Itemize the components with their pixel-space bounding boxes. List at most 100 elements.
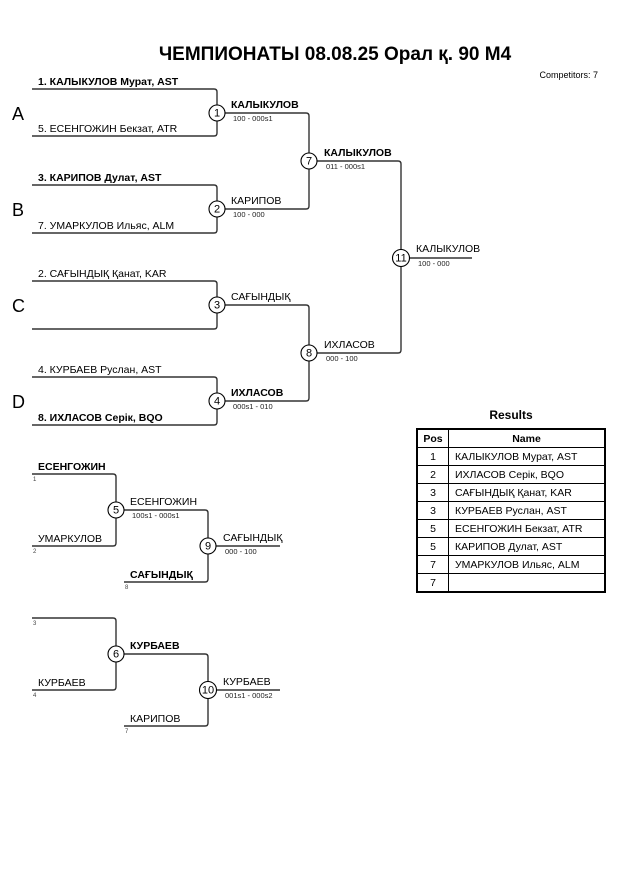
bronze-winner: САҒЫНДЫҚ [223, 532, 283, 544]
seed-number: 8 [125, 585, 129, 591]
repechage-match-line [116, 653, 209, 690]
repechage-entrant-line [124, 546, 209, 583]
match-11-number: 11 [395, 253, 406, 265]
seed-number: 7 [125, 729, 129, 735]
entrant-line [32, 112, 218, 137]
repechage-winner: КУРБАЕВ [130, 640, 180, 652]
entrant-line [32, 209, 218, 234]
repechage-entrant-name: САҒЫНДЫҚ [130, 569, 193, 581]
match-8-circle [300, 344, 318, 362]
match-line [217, 304, 310, 353]
match-11-circle [391, 248, 411, 268]
entrant-name: 3. КАРИПОВ Дулат, AST [38, 172, 162, 184]
group-label-a: A [12, 104, 24, 124]
entrant-name: 7. УМАРКУЛОВ Ильяс, ALM [38, 220, 174, 232]
bronze-winner: КУРБАЕВ [223, 676, 271, 688]
repechage-entrant-line [32, 617, 117, 654]
pos-cell: 3 [416, 501, 449, 520]
name-cell: КУРБАЕВ Руслан, AST [448, 501, 606, 520]
match-score: 000s1 - 010 [233, 402, 273, 411]
match-line [309, 258, 402, 354]
pos-cell: 7 [416, 573, 449, 593]
pos-header: Pos [416, 428, 449, 448]
name-cell: САҒЫНДЫҚ Қанат, KAR [448, 483, 606, 502]
match-5-circle [107, 501, 125, 519]
seed-number: 3 [33, 621, 37, 627]
pos-cell: 5 [416, 537, 449, 556]
final-score: 100 - 000 [418, 259, 450, 268]
entrant-name: 4. КУРБАЕВ Руслан, AST [38, 364, 162, 376]
match-winner: САҒЫНДЫҚ [231, 291, 291, 303]
table-row: 7 [416, 573, 606, 593]
results-title: Results [489, 408, 533, 422]
repechage-entrant-line [124, 690, 209, 727]
name-cell: ЕСЕНГОЖИН Бекзат, ATR [448, 519, 606, 538]
final-winner: КАЛЫКУЛОВ [416, 243, 480, 255]
match-winner: КАЛЫКУЛОВ [324, 147, 392, 159]
name-cell: КАРИПОВ Дулат, AST [448, 537, 606, 556]
match-9-circle [199, 537, 217, 555]
bronze-score: 001s1 - 000s2 [225, 691, 273, 700]
entrant-name: 8. ИХЛАСОВ Серік, BQO [38, 412, 163, 424]
match-line [309, 160, 402, 258]
entrant-name: 1. КАЛЫКУЛОВ Мурат, AST [38, 76, 179, 88]
name-header: Name [448, 428, 606, 448]
repechage-entrant-line [32, 654, 117, 691]
match-6-number: 6 [113, 649, 119, 661]
entrant-line [32, 280, 218, 305]
match-2-circle [208, 200, 226, 218]
match-8-number: 8 [306, 348, 312, 360]
pos-cell: 3 [416, 483, 449, 502]
results-header-row: Pos Name [416, 428, 606, 448]
entrant-line [32, 376, 218, 401]
seed-number: 4 [33, 693, 37, 699]
name-cell [448, 573, 606, 593]
match-10-circle [198, 680, 218, 700]
pos-cell: 7 [416, 555, 449, 574]
match-score: 000 - 100 [326, 354, 358, 363]
match-4-circle [208, 392, 226, 410]
page-title: ЧЕМПИОНАТЫ 08.08.25 Орал қ. 90 М4 [158, 44, 512, 65]
match-winner: ИХЛАСОВ [231, 387, 284, 399]
entrant-line [32, 401, 218, 426]
match-6-circle [107, 645, 125, 663]
match-10-number: 10 [202, 685, 214, 697]
match-winner: КАЛЫКУЛОВ [231, 99, 299, 111]
match-winner: КАРИПОВ [231, 195, 281, 207]
match-2-number: 2 [214, 204, 220, 216]
match-1-circle [208, 104, 226, 122]
match-7-number: 7 [306, 156, 312, 168]
match-score: 011 - 000s1 [326, 162, 365, 171]
competitors-count: Competitors: 7 [539, 70, 598, 80]
pos-cell: 2 [416, 465, 449, 484]
entrant-name: 5. ЕСЕНГОЖИН Бекзат, ATR [38, 123, 178, 135]
entrant-name: 2. САҒЫНДЫҚ Қанат, KAR [38, 268, 167, 280]
match-winner: ИХЛАСОВ [324, 339, 375, 351]
repechage-match-line [116, 509, 209, 546]
pos-cell: 5 [416, 519, 449, 538]
group-label-b: B [12, 200, 24, 220]
repechage-score: 100s1 - 000s1 [132, 511, 180, 520]
match-line [217, 353, 310, 402]
match-3-number: 3 [214, 300, 220, 312]
match-score: 100 - 000s1 [233, 114, 273, 123]
match-score: 100 - 000 [233, 210, 265, 219]
repechage-entrant-name: ЕСЕНГОЖИН [38, 461, 106, 473]
repechage-entrant-name: КАРИПОВ [130, 713, 180, 725]
match-5-number: 5 [113, 505, 119, 517]
repechage-entrant-name: КУРБАЕВ [38, 677, 86, 689]
bronze-score: 000 - 100 [225, 547, 257, 556]
name-cell: УМАРКУЛОВ Ильяс, ALM [448, 555, 606, 574]
match-line [217, 112, 310, 161]
repechage-entrant-line [32, 473, 117, 510]
entrant-line [32, 88, 218, 113]
group-label-c: C [12, 296, 25, 316]
